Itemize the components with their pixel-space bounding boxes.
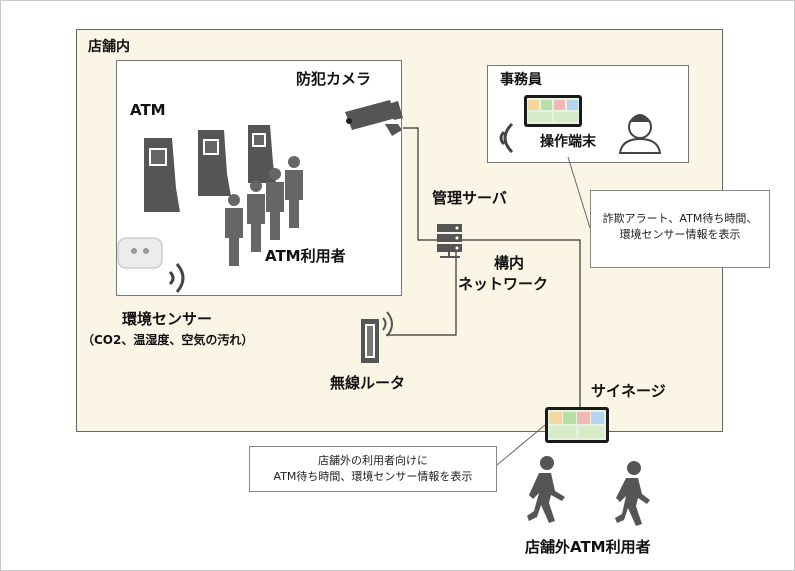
wifi-router-icon (361, 311, 393, 363)
environment-sensor-icon (117, 237, 185, 293)
atm-machine-icon (144, 125, 276, 212)
server-signage-line (462, 239, 581, 407)
atm-label: ATM (130, 101, 166, 119)
outside-users-label: 店舗外ATM利用者 (525, 538, 651, 556)
signage-callout-line1: 店舗外の利用者向けに (318, 454, 428, 467)
env-sensor-detail: （CO2、温湿度、空気の汚れ） (82, 333, 254, 347)
terminal-callout: 詐欺アラート、ATM待ち時間、 環境センサー情報を表示 (590, 190, 770, 268)
walking-person-icon (527, 456, 650, 526)
terminal-label: 操作端末 (540, 134, 596, 150)
signage-callout-pointer (496, 424, 546, 466)
callout-pointers (496, 156, 591, 466)
lan-label-line1: 構内 (494, 254, 525, 272)
security-camera-icon (345, 100, 403, 136)
router-label: 無線ルータ (330, 374, 406, 392)
signage-display-icon (545, 407, 609, 443)
server-label: 管理サーバ (432, 189, 507, 207)
lan-label-line2: ネットワーク (458, 275, 549, 293)
network-lines (386, 127, 581, 407)
terminal-callout-pointer (567, 156, 591, 229)
camera-server-line (403, 127, 437, 241)
store-inside-label: 店舗内 (88, 39, 130, 55)
signage-callout-line2: ATM待ち時間、環境センサー情報を表示 (273, 470, 473, 483)
terminal-callout-line1: 詐欺アラート、ATM待ち時間、 (602, 212, 758, 225)
signage-label: サイネージ (591, 382, 666, 400)
staff-label: 事務員 (500, 72, 542, 88)
server-icon (437, 224, 462, 258)
office-wifi-icon (499, 122, 514, 154)
person-queue-icon (225, 156, 303, 266)
signage-callout: 店舗外の利用者向けに ATM待ち時間、環境センサー情報を表示 (249, 446, 497, 492)
terminal-callout-line2: 環境センサー情報を表示 (619, 228, 741, 241)
server-router-line (386, 252, 457, 336)
atm-users-label: ATM利用者 (265, 247, 346, 265)
dashboard-display-icon (524, 95, 582, 127)
camera-label: 防犯カメラ (296, 70, 372, 88)
staff-person-icon (618, 114, 662, 154)
env-sensor-label: 環境センサー (122, 310, 213, 328)
